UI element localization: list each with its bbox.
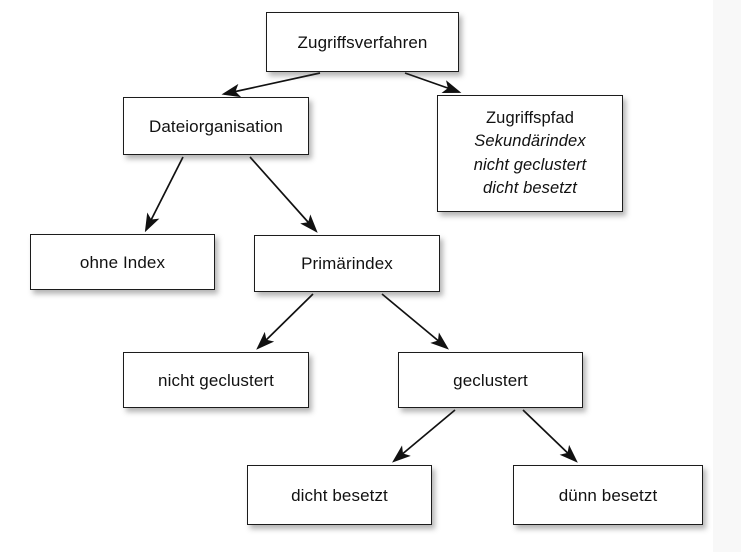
node-label: dicht besetzt xyxy=(291,485,388,505)
node-label: nicht geclustert xyxy=(158,370,274,390)
node-primaerindex[interactable]: Primärindex xyxy=(254,235,440,292)
node-label: Primärindex xyxy=(301,254,393,273)
edge-geclustert-to-dicht-besetzt xyxy=(392,409,456,463)
edge-primaerindex-to-geclustert xyxy=(381,293,449,350)
edge-dateiorganisation-to-ohne-index xyxy=(144,156,184,233)
edge-zugriffsverfahren-to-dateiorganisation xyxy=(221,72,321,98)
node-geclustert[interactable]: geclustert xyxy=(398,352,583,408)
node-label: Sekundärindex xyxy=(474,132,586,151)
node-ohne-index[interactable]: ohne Index xyxy=(30,234,215,290)
edge-zugriffsverfahren-to-zugriffspfad xyxy=(404,72,462,94)
node-dicht-besetzt[interactable]: dicht besetzt xyxy=(247,465,432,525)
node-label: Zugriffspfad xyxy=(485,108,575,127)
node-label: geclustert xyxy=(453,370,528,390)
node-duenn-besetzt[interactable]: dünn besetzt xyxy=(513,465,703,525)
edge-primaerindex-to-nicht-geclustert xyxy=(256,293,314,350)
node-label: nicht geclustert xyxy=(473,155,587,174)
edge-geclustert-to-duenn-besetzt xyxy=(522,409,578,463)
node-dateiorganisation[interactable]: Dateiorganisation xyxy=(123,97,309,155)
node-zugriffsverfahren[interactable]: Zugriffsverfahren xyxy=(266,12,459,72)
node-label: Dateiorganisation xyxy=(148,116,283,136)
node-label: ohne Index xyxy=(79,252,166,272)
node-label: dicht besetzt xyxy=(483,178,577,197)
node-label: dünn besetzt xyxy=(558,485,658,505)
node-label: Zugriffsverfahren xyxy=(297,32,428,52)
node-nicht-geclustert[interactable]: nicht geclustert xyxy=(123,352,309,408)
page-margin-strip xyxy=(713,0,741,552)
edge-dateiorganisation-to-primaerindex xyxy=(249,156,318,233)
